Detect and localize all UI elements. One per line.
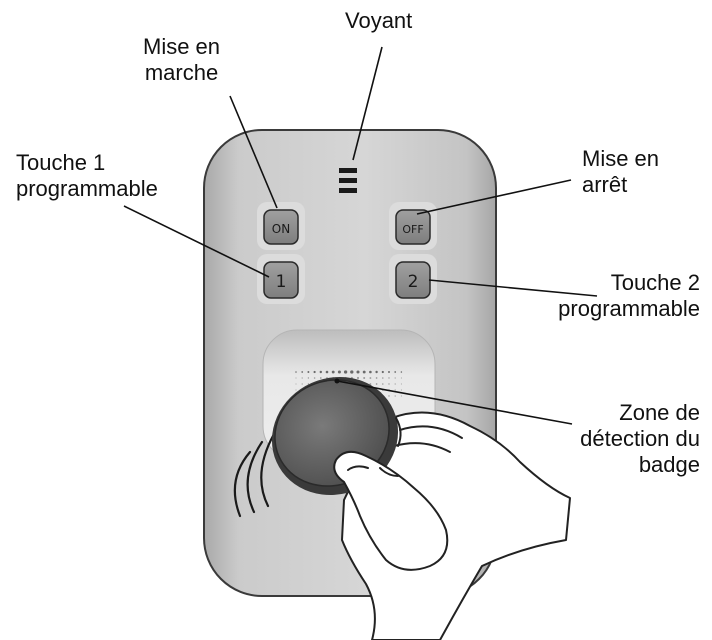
sensor-dot (388, 395, 390, 397)
leader-touche-1 (123, 205, 270, 278)
thumb-illustration (333, 417, 449, 571)
key-2-label: 2 (408, 272, 419, 292)
sensor-dot (319, 377, 322, 379)
hand-illustration (341, 411, 571, 640)
label-zone-line3: badge (638, 452, 700, 477)
sensor-dot (295, 389, 297, 391)
on-button-label: ON (272, 222, 290, 236)
sensor-dot (325, 370, 329, 374)
leader-lines (123, 46, 598, 425)
sensor-dot (394, 383, 396, 385)
sensor-dot (319, 370, 322, 374)
leader-voyant (352, 46, 383, 161)
label-mise-en-marche: Mise en marche (143, 34, 220, 86)
sensor-dot (382, 377, 384, 379)
label-touche-2-line1: Touche 2 (610, 270, 700, 295)
sensor-dot (343, 370, 348, 374)
sensor-dot (394, 389, 396, 391)
on-button[interactable]: ON (263, 209, 299, 245)
sensor-dot (350, 370, 354, 374)
leader-mise-en-arret (416, 179, 572, 215)
sensor-dot (307, 377, 310, 379)
signal-waves-icon (233, 432, 276, 518)
label-touche-1-line1: Touche 1 (16, 150, 106, 175)
sensor-dot (301, 383, 303, 385)
sensor-dot (369, 383, 372, 385)
sensor-dot (394, 377, 396, 379)
label-touche-1-line2: programmable (16, 176, 158, 201)
sensor-dot (400, 383, 402, 385)
sensor-dot (400, 371, 403, 373)
label-voyant: Voyant (345, 8, 412, 34)
sensor-dot (375, 377, 378, 379)
label-touche-2-line2: programmable (558, 296, 700, 321)
sensor-dot (363, 376, 366, 380)
label-mise-en-arret-line2: arrêt (582, 172, 628, 197)
sensor-dot (369, 370, 372, 374)
sensor-dot (313, 377, 316, 379)
leader-zone (336, 380, 573, 425)
key-1-label: 1 (276, 272, 287, 292)
sensor-dot (400, 389, 402, 391)
label-voyant-text: Voyant (345, 8, 413, 33)
label-mise-en-arret-line1: Mise en (582, 146, 660, 171)
label-mise-en-marche-line2: marche (144, 60, 219, 85)
programmable-key-1[interactable]: 1 (263, 261, 299, 299)
sensor-dot (331, 370, 335, 374)
sensor-dot (307, 371, 310, 373)
sensor-dot (400, 395, 402, 397)
sensor-dot (375, 383, 378, 385)
sensor-dot (394, 395, 396, 397)
sensor-dot (394, 371, 397, 373)
sensor-dot (388, 371, 390, 373)
leader-mise-en-marche (229, 95, 278, 209)
sensor-dot (337, 370, 341, 374)
sensor-dot (301, 377, 303, 379)
sensor-dot (369, 377, 372, 379)
zone-pointer-dot (334, 378, 340, 384)
sensor-dot (382, 383, 384, 385)
sensor-dot (375, 370, 378, 374)
label-mise-en-marche-line1: Mise en (143, 34, 221, 59)
sensor-dot (301, 371, 304, 373)
off-button[interactable]: OFF (395, 209, 431, 245)
sensor-dot (356, 376, 360, 380)
label-mise-en-arret: Mise en arrêt (582, 146, 659, 198)
sensor-dot (400, 377, 402, 379)
sensor-dot (388, 383, 390, 385)
label-zone-line2: détection du (580, 426, 700, 451)
sensor-dot (295, 383, 297, 385)
indicator-light (339, 168, 357, 193)
leader-touche-2 (428, 279, 598, 297)
sensor-dot (295, 371, 297, 373)
off-button-label: OFF (402, 223, 423, 236)
label-zone-line1: Zone de (619, 400, 700, 425)
sensor-dot (295, 377, 297, 379)
sensor-dot (388, 377, 390, 379)
sensor-dot (362, 370, 366, 374)
sensor-dot (356, 370, 360, 374)
sensor-dot (313, 370, 316, 374)
label-zone-detection: Zone de détection du badge (580, 400, 700, 478)
label-touche-1: Touche 1 programmable (16, 150, 158, 202)
label-touche-2: Touche 2 programmable (558, 270, 700, 322)
sensor-dot (381, 370, 384, 374)
programmable-key-2[interactable]: 2 (395, 261, 431, 299)
